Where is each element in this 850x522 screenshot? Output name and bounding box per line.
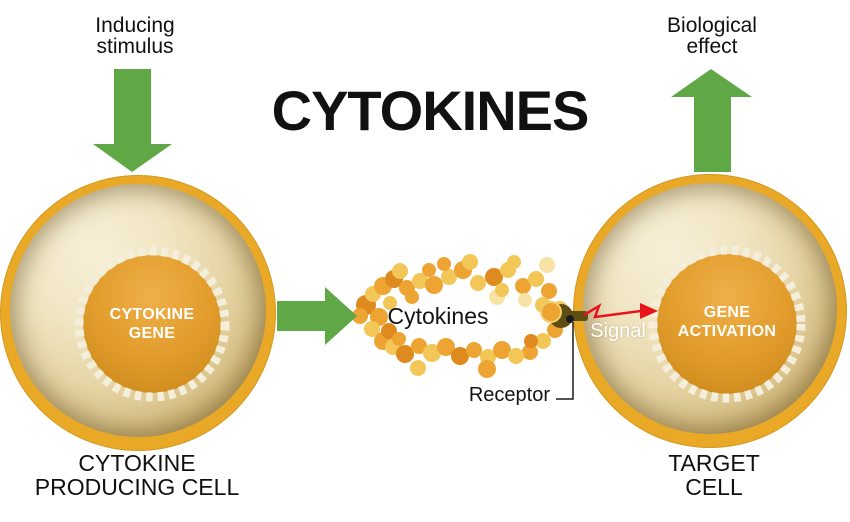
cytokine-dot (495, 283, 509, 297)
cytokine-producing-cell-nucleus (83, 255, 221, 393)
signal-label: Signal (590, 320, 646, 342)
target-cell-nucleus (657, 254, 797, 394)
cytokine-dot (508, 348, 524, 364)
cytokine-gene-label: CYTOKINE GENE (109, 306, 195, 342)
cytokine-dot (423, 344, 441, 362)
cytokine-dot (515, 278, 531, 294)
cytokine-dot (411, 338, 427, 354)
cytokine-dot (539, 257, 555, 273)
gene-activation-label: GENE ACTIVATION (677, 304, 777, 340)
cytokine-dot (493, 341, 511, 359)
cytokine-dot (462, 254, 478, 270)
cytokine-dot (518, 293, 532, 307)
cytokine-producing-cell-caption: CYTOKINE PRODUCING CELL (34, 450, 240, 500)
cytokine-dot (410, 360, 426, 376)
cytokine-dot (437, 338, 455, 356)
cytokine-dot (437, 257, 451, 271)
cytokine-dot (507, 255, 521, 269)
receptor-pointer-line (556, 322, 574, 400)
receptor-anchor-dot (566, 315, 574, 323)
cytokine-dot-cloud (352, 254, 567, 378)
cytokine-dot (405, 290, 419, 304)
cytokine-dot (396, 345, 414, 363)
cytokine-dot (383, 296, 397, 310)
inducing-stimulus-arrow-icon (93, 69, 172, 172)
cytokine-dot (422, 263, 436, 277)
target-cell-caption: TARGET CELL (668, 450, 760, 500)
biological-effect-label: Biological effect (667, 14, 757, 58)
inducing-stimulus-label: Inducing stimulus (95, 14, 175, 58)
cytokine-dot (364, 321, 380, 337)
cytokine-dot (470, 275, 486, 291)
signal-arrow-icon (583, 303, 658, 319)
cytokine-dot (441, 269, 457, 285)
cytokine-dot (412, 273, 428, 289)
left-nucleus-dashed-ring (74, 246, 230, 402)
cytokine-dot (392, 263, 408, 279)
receptor-label: Receptor (468, 384, 550, 406)
cytokine-dot (535, 333, 551, 349)
biological-effect-arrow-icon (671, 69, 752, 172)
right-nucleus-dashed-ring (648, 245, 806, 403)
cytokine-dot (541, 283, 557, 299)
bound-cytokine-ball (540, 301, 562, 323)
cytokine-dot (352, 308, 368, 324)
signal-arrow-head (640, 303, 658, 319)
cytokines-cloud-label: Cytokines (387, 303, 489, 329)
cytokine-dot (466, 342, 482, 358)
secretion-arrow-icon (277, 287, 357, 345)
cytokine-dot (524, 334, 538, 348)
diagram-title: CYTOKINES (271, 79, 590, 142)
cytokine-dot (485, 268, 503, 286)
receptor-icon (540, 301, 588, 328)
signal-arrow-shaft (583, 303, 642, 319)
cytokine-dot (451, 347, 469, 365)
cytokine-dot (522, 344, 538, 360)
cytokine-dot (381, 323, 397, 339)
cytokine-dot (478, 360, 496, 378)
cytokine-dot (392, 332, 406, 346)
cytokine-dot (425, 276, 443, 294)
cytokine-dot (528, 271, 544, 287)
